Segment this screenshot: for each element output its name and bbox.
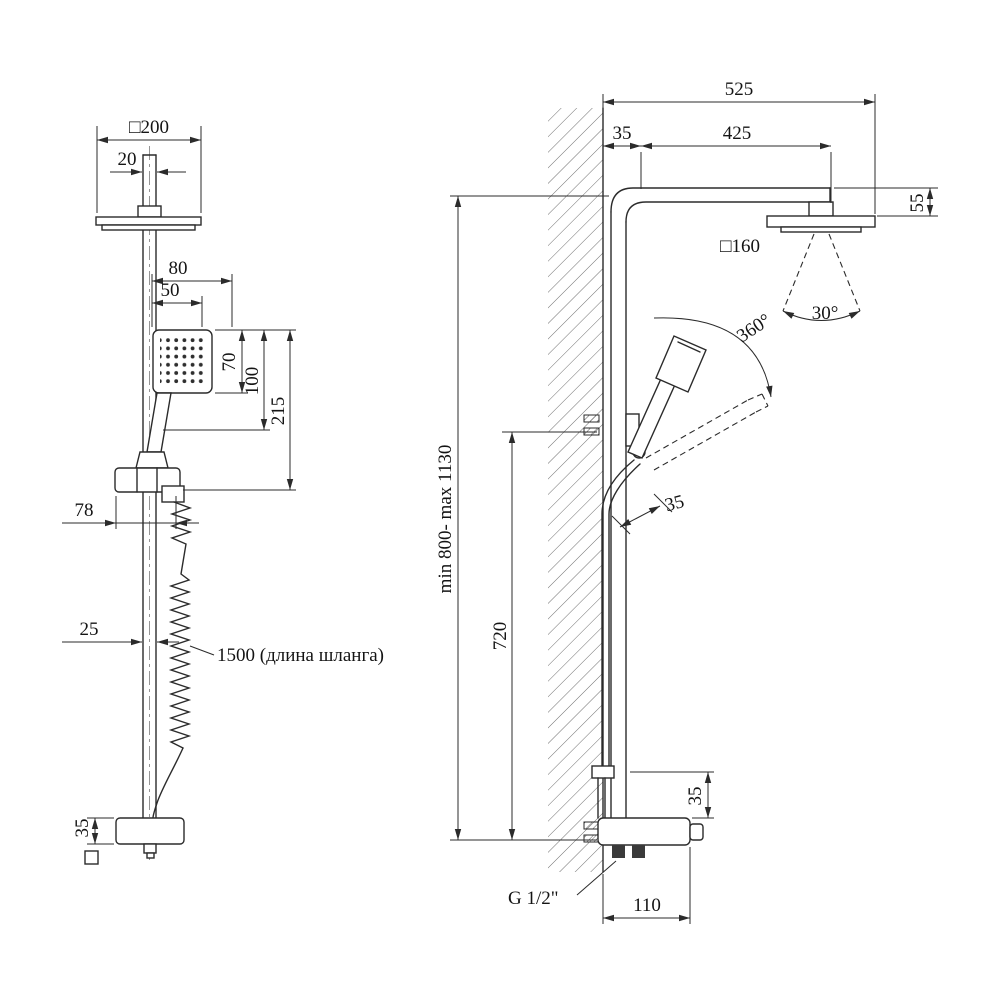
dim-front-80-label: 80 <box>169 258 188 279</box>
dim-front-50-label: 50 <box>161 280 180 301</box>
dim-front-25-label: 25 <box>80 619 99 640</box>
front-overhead-shower <box>95 205 202 231</box>
side-hose <box>591 459 641 819</box>
wall-hatching <box>548 108 603 872</box>
inlet-connector <box>612 845 625 858</box>
side-view: 525 35 425 55 □160 30° 360° min 800- max… <box>435 79 938 924</box>
inlet-connector <box>632 845 645 858</box>
dim-side-35-base-label: 35 <box>685 787 706 806</box>
front-slider-bracket <box>114 467 185 503</box>
side-hand-shower <box>583 317 773 471</box>
swivel-arc <box>653 317 773 398</box>
side-riser-and-arm <box>610 187 831 819</box>
hand-shower-nozzles <box>160 337 205 386</box>
dim-front-100-label: 100 <box>242 367 263 396</box>
dim-side-425-label: 425 <box>723 123 752 144</box>
dim-side-720-label: 720 <box>490 622 511 651</box>
dim-side-35-top-label: 35 <box>613 123 632 144</box>
cone-angle-label: 30° <box>812 303 839 324</box>
dim-front-arm-width-label: 20 <box>118 149 137 170</box>
dim-side-55-label: 55 <box>907 194 928 213</box>
front-mixer-body <box>115 817 185 859</box>
dim-side-35-hand-label: 35 <box>663 491 687 516</box>
side-mixer-body <box>583 817 704 858</box>
dim-side-110-label: 110 <box>633 895 661 916</box>
side-overhead-shower <box>766 201 876 233</box>
front-view: □200 20 80 50 70 100 215 <box>62 117 384 865</box>
dim-front-35-label: 35 <box>72 819 93 838</box>
spray-cone <box>782 233 861 321</box>
swivel-angle-label: 360° <box>733 310 775 347</box>
front-hand-shower <box>135 329 213 469</box>
square-section-symbol <box>84 850 99 865</box>
dim-front-70-label: 70 <box>219 353 240 372</box>
dim-front-215-label: 215 <box>268 397 289 426</box>
wall <box>548 107 604 873</box>
dim-side-head-size-label: □160 <box>720 236 760 257</box>
side-dimensions: 525 35 425 55 □160 30° 360° min 800- max… <box>435 79 938 924</box>
dim-side-525-label: 525 <box>725 79 754 100</box>
dim-front-head-size-label: □200 <box>129 117 169 138</box>
hose-length-label: 1500 (длина шланга) <box>217 645 384 666</box>
height-range-label: min 800- max 1130 <box>435 445 456 594</box>
thread-label: G 1/2" <box>508 888 559 909</box>
front-dimensions: □200 20 80 50 70 100 215 <box>62 117 384 865</box>
dim-front-78-label: 78 <box>75 500 94 521</box>
front-hose <box>152 501 193 819</box>
